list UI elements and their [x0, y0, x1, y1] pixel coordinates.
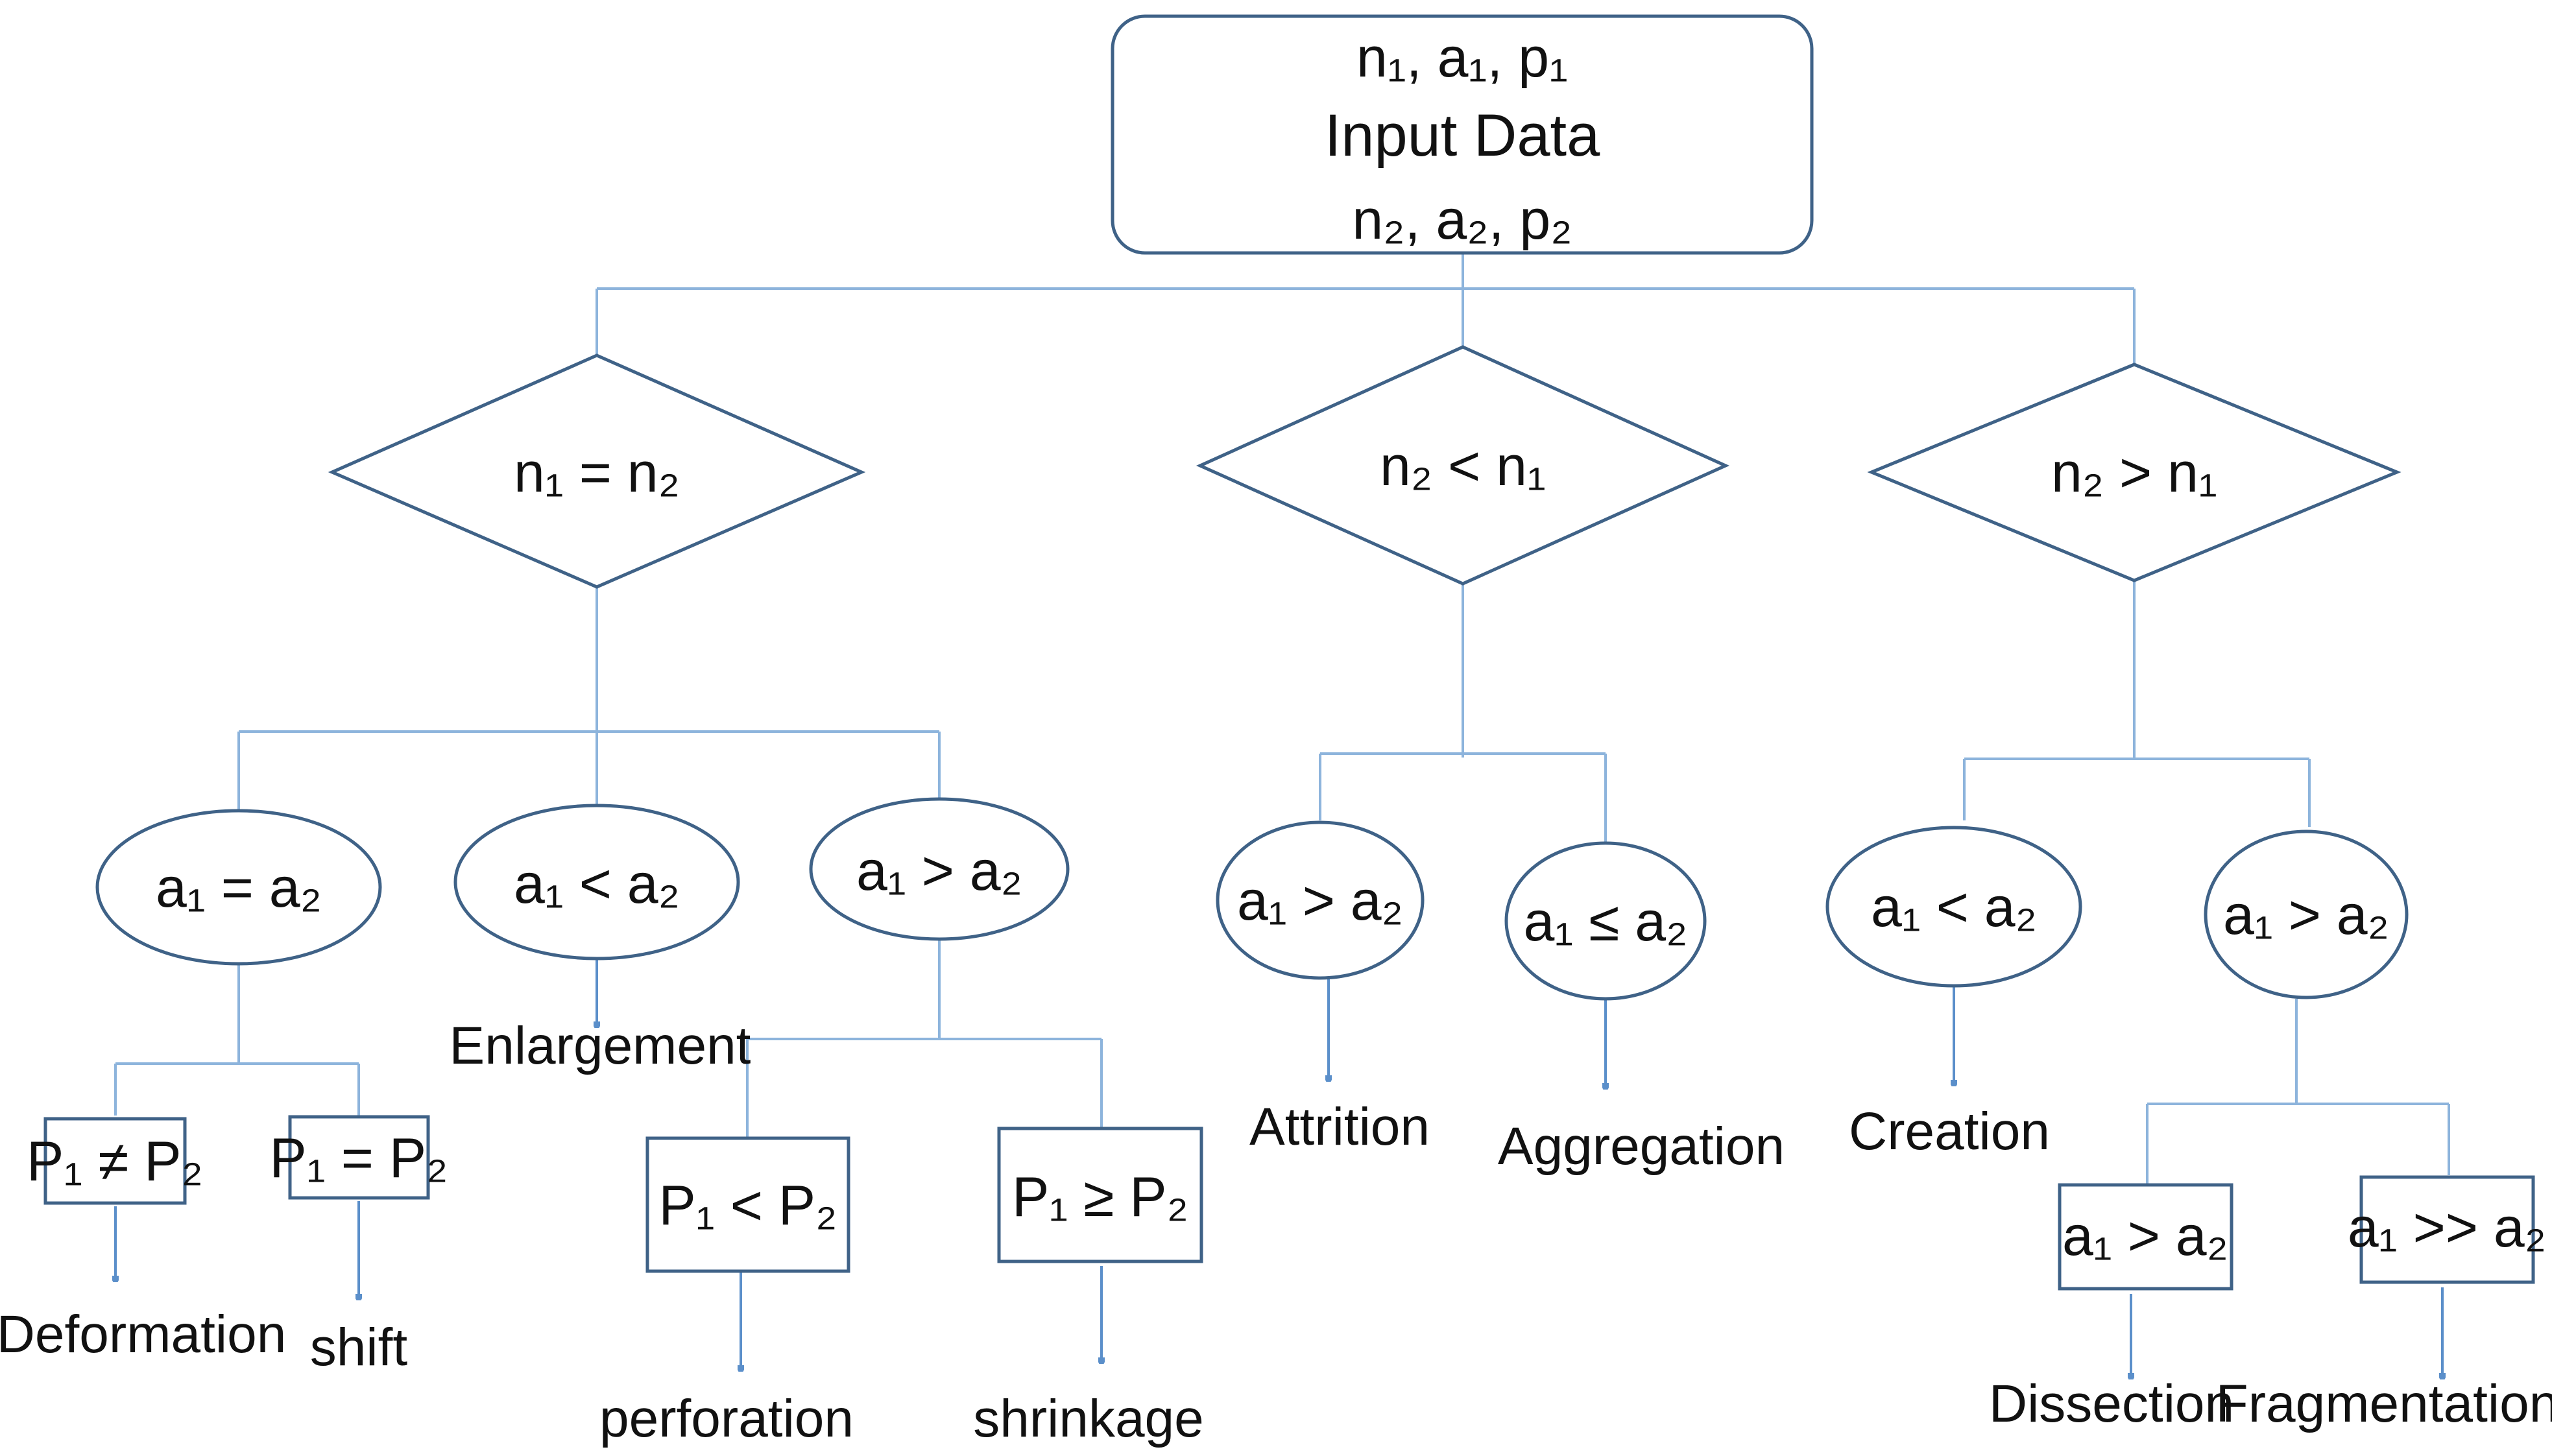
decision-greater-label: n₂ > n₁	[2051, 442, 2217, 504]
outcome-dissection: Dissection	[1989, 1374, 2234, 1433]
condition-equal-eq: a₁ = a₂	[95, 809, 382, 966]
subcondition-a-gt: a₁ > a₂	[2058, 1183, 2233, 1291]
decision-equal: n₁ = n₂	[328, 353, 866, 589]
subcondition-a-much-gt: a₁ >> a₂	[2348, 1175, 2546, 1284]
decision-less-label: n₂ < n₁	[1380, 435, 1546, 497]
condition-greater-gt: a₁ > a₂	[2204, 829, 2409, 999]
input-line-1: n₁, a₁, p₁	[1356, 27, 1568, 89]
connectors-equal	[114, 587, 1103, 1138]
decision-less: n₂ < n₁	[1196, 345, 1730, 586]
subcondition-p-eq-label: P₁ = P₂	[269, 1127, 448, 1189]
condition-less-le-label: a₁ ≤ a₂	[1523, 890, 1687, 953]
subcondition-p-ge: P₁ ≥ P₂	[997, 1127, 1203, 1263]
condition-equal-gt-label: a₁ > a₂	[856, 840, 1022, 902]
outcome-fragmentation: Fragmentation	[2216, 1374, 2552, 1433]
input-title: Input Data	[1325, 102, 1600, 169]
connectors-greater	[1963, 580, 2450, 1184]
subcondition-p-lt-label: P₁ < P₂	[658, 1175, 837, 1237]
condition-equal-lt: a₁ < a₂	[453, 804, 740, 961]
condition-equal-gt: a₁ > a₂	[809, 797, 1070, 941]
decision-greater: n₂ > n₁	[1867, 363, 2402, 582]
outcome-arrows	[115, 959, 2442, 1376]
condition-less-gt-label: a₁ > a₂	[1237, 870, 1403, 932]
condition-greater-lt-label: a₁ < a₂	[1871, 876, 2037, 938]
input-line-2: n₂, a₂, p₂	[1352, 189, 1572, 251]
condition-equal-eq-label: a₁ = a₂	[156, 857, 322, 919]
subcondition-a-gt-label: a₁ > a₂	[2062, 1205, 2228, 1267]
input-data-box: n₁, a₁, p₁ Input Data n₂, a₂, p₂	[1111, 14, 1814, 255]
outcome-attrition: Attrition	[1249, 1097, 1430, 1156]
connectors-less	[1319, 584, 1607, 843]
condition-equal-lt-label: a₁ < a₂	[514, 853, 680, 915]
subcondition-p-neq-label: P₁ ≠ P₂	[27, 1130, 203, 1193]
condition-less-le: a₁ ≤ a₂	[1504, 841, 1707, 1001]
subcondition-p-neq: P₁ ≠ P₂	[27, 1117, 203, 1205]
outcome-creation: Creation	[1849, 1102, 2050, 1161]
condition-greater-lt: a₁ < a₂	[1825, 826, 2082, 988]
outcome-shift: shift	[310, 1318, 408, 1377]
outcome-shrinkage: shrinkage	[973, 1389, 1204, 1448]
outcomes: Deformation shift Enlargement perforatio…	[0, 1016, 2552, 1448]
outcome-deformation: Deformation	[0, 1305, 286, 1364]
connectors-top	[596, 253, 2136, 364]
decision-equal-label: n₁ = n₂	[514, 442, 680, 504]
subcondition-p-lt: P₁ < P₂	[645, 1136, 850, 1273]
subcondition-a-much-gt-label: a₁ >> a₂	[2348, 1197, 2546, 1259]
condition-greater-gt-label: a₁ > a₂	[2223, 884, 2389, 946]
subcondition-p-eq: P₁ = P₂	[269, 1115, 448, 1200]
outcome-enlargement: Enlargement	[450, 1016, 751, 1075]
outcome-aggregation: Aggregation	[1498, 1117, 1785, 1176]
condition-less-gt: a₁ > a₂	[1216, 820, 1425, 980]
subcondition-p-ge-label: P₁ ≥ P₂	[1012, 1166, 1188, 1228]
outcome-perforation: perforation	[599, 1389, 854, 1448]
